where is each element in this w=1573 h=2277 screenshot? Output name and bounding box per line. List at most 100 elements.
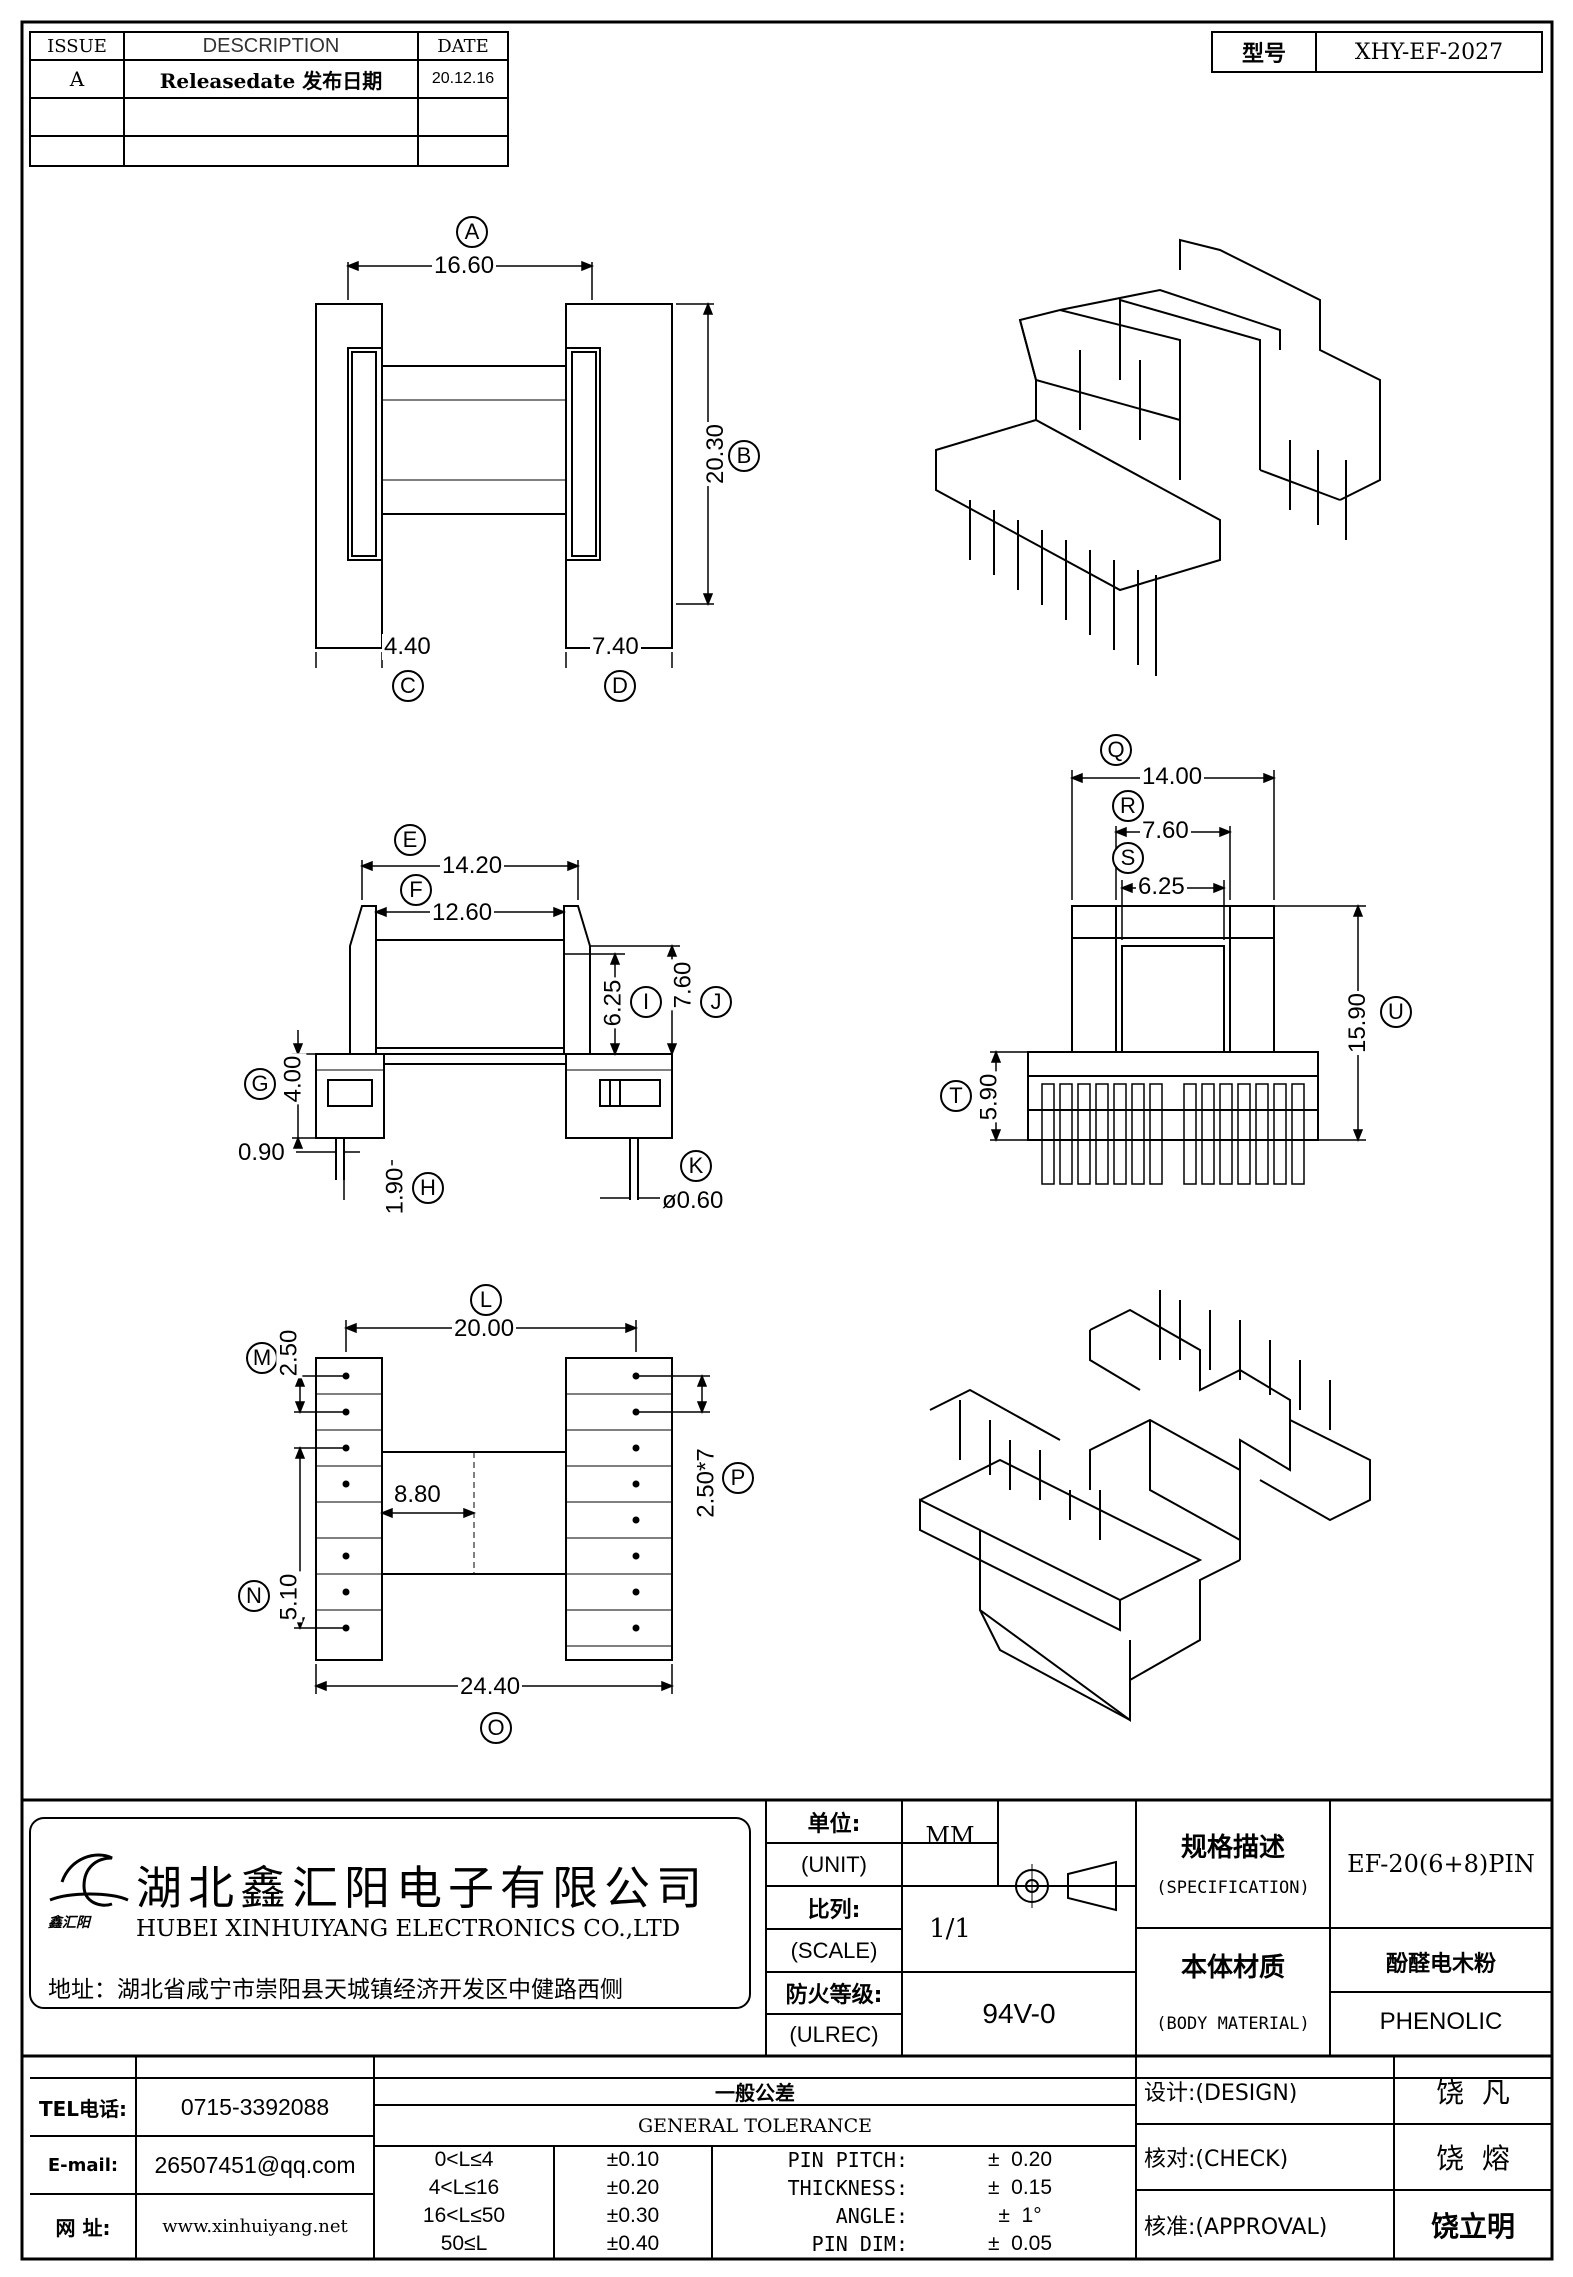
- tol-range-4: 50≤L: [440, 2232, 488, 2255]
- material-label-en: (BODY MATERIAL): [1156, 2014, 1310, 2034]
- dim-letter-i: I: [630, 986, 662, 1018]
- dim-letter-k: K: [680, 1150, 712, 1182]
- material-label-cn: 本体材质: [1180, 1952, 1285, 1983]
- tol-other-name-1: PIN PITCH:: [787, 2148, 908, 2172]
- model-box: [1211, 31, 1543, 73]
- top-view: [315, 303, 673, 649]
- logo-mark: [49, 1853, 129, 1907]
- tol-other-name-2: THICKNESS:: [787, 2176, 908, 2200]
- dim-letter-o: O: [480, 1712, 512, 1744]
- dim-value-k: ø0.60: [660, 1187, 726, 1214]
- front-view: [1027, 905, 1319, 1141]
- dim-value-t: 5.90: [975, 1071, 1003, 1123]
- dim-letter-a: A: [456, 216, 488, 248]
- dim-letter-e: E: [394, 824, 426, 856]
- email-label: E-mail:: [47, 2154, 119, 2176]
- dim-value-o: 24.40: [458, 1673, 523, 1700]
- spec-label-en: (SPECIFICATION): [1156, 1878, 1310, 1898]
- bottom-view: [315, 1357, 673, 1661]
- dim-value-p: 2.50*7: [692, 1446, 720, 1520]
- dim-value-d: 7.40: [590, 633, 641, 660]
- unit-label-cn: 单位:: [807, 1812, 861, 1837]
- model-value: XHY-EF-2027: [1354, 39, 1504, 65]
- scale-label-en: (SCALE): [790, 1938, 878, 1963]
- tol-value-2: ±0.20: [606, 2176, 660, 2199]
- fire-label-cn: 防火等级:: [785, 1983, 883, 2008]
- dim-value-b: 20.30: [702, 421, 730, 487]
- material-value-cn: 酚醛电木粉: [1385, 1952, 1496, 1977]
- tol-range-1: 0<L≤4: [434, 2148, 494, 2171]
- dim-letter-g: G: [244, 1068, 276, 1100]
- sheet-border: [20, 20, 1554, 2261]
- spec-value: EF-20(6+8)PIN: [1347, 1850, 1535, 1878]
- tol-other-value-3: ± 1°: [998, 2204, 1042, 2227]
- check-label: 核对:(CHECK): [1144, 2147, 1289, 2172]
- revision-header-description: DESCRIPTION: [202, 34, 340, 57]
- tol-range-3: 16<L≤50: [422, 2204, 506, 2227]
- dim-value-center: 8.80: [392, 1481, 443, 1508]
- company-name-en: HUBEI XINHUIYANG ELECTRONICS CO.,LTD: [136, 1916, 681, 1942]
- dim-value-l: 20.00: [452, 1315, 517, 1342]
- tol-range-2: 4<L≤16: [428, 2176, 500, 2199]
- email-value: 26507451@qq.com: [154, 2151, 356, 2178]
- fire-value: 94V-0: [982, 1998, 1056, 2029]
- unit-value: MM: [925, 1822, 975, 1850]
- front-pins: [1041, 1083, 1305, 1185]
- dim-letter-l: L: [470, 1284, 502, 1316]
- title-block-grid: [22, 1798, 1552, 2259]
- iso-view-2: [919, 1290, 1371, 1722]
- revision-header-date: DATE: [437, 35, 489, 57]
- tolerance-title-en: GENERAL TOLERANCE: [637, 2114, 873, 2137]
- iso-view-1: [935, 238, 1381, 676]
- company-address: 地址：湖北省咸宁市崇阳县天城镇经济开发区中健路西侧: [48, 1977, 623, 2003]
- revision-row-date: 20.12.16: [431, 70, 495, 87]
- side-view: [315, 905, 673, 1200]
- dim-value-r: 7.60: [1140, 817, 1191, 844]
- tol-other-value-4: ± 0.05: [987, 2232, 1053, 2255]
- dim-letter-d: D: [604, 670, 636, 702]
- tel-label: TEL电话:: [38, 2096, 128, 2121]
- dim-letter-n: N: [238, 1580, 270, 1612]
- dim-value-a: 16.60: [432, 252, 497, 279]
- company-name-cn: 湖北鑫汇阳电子有限公司: [136, 1861, 708, 1915]
- model-label: 型号: [1241, 42, 1286, 67]
- dim-letter-p: P: [722, 1462, 754, 1494]
- scale-label-cn: 比列:: [807, 1898, 861, 1923]
- web-value: www.xinhuiyang.net: [162, 2216, 348, 2237]
- tol-other-name-3: ANGLE:: [835, 2204, 908, 2228]
- dim-value-c: 4.40: [382, 633, 433, 660]
- dim-letter-j: J: [700, 986, 732, 1018]
- check-name: 饶 熔: [1436, 2142, 1510, 2175]
- web-label: 网 址:: [55, 2216, 111, 2240]
- dim-letter-h: H: [412, 1172, 444, 1204]
- material-value-en: PHENOLIC: [1379, 2008, 1503, 2035]
- dim-value-h: 1.90: [381, 1165, 409, 1217]
- dim-value-q: 14.00: [1140, 763, 1205, 790]
- revision-row-description: Releasedate 发布日期: [159, 68, 383, 93]
- dim-letter-c: C: [392, 670, 424, 702]
- dim-value-g: 4.00: [279, 1053, 307, 1105]
- dim-value-m: 2.50: [275, 1327, 303, 1379]
- dim-value-pin-offset: 0.90: [236, 1139, 287, 1166]
- dim-value-u: 15.90: [1344, 990, 1372, 1056]
- dim-letter-t: T: [940, 1080, 972, 1112]
- dim-letter-s: S: [1112, 842, 1144, 874]
- dim-letter-f: F: [400, 874, 432, 906]
- dim-value-f: 12.60: [430, 899, 495, 926]
- dim-letter-q: Q: [1100, 734, 1132, 766]
- tol-other-name-4: PIN DIM:: [811, 2232, 908, 2256]
- tolerance-title-cn: 一般公差: [715, 2081, 795, 2105]
- tel-value: 0715-3392088: [180, 2093, 330, 2120]
- tol-other-value-1: ± 0.20: [987, 2148, 1053, 2171]
- revision-row-issue: A: [69, 67, 85, 91]
- revision-header-issue: ISSUE: [47, 35, 107, 57]
- dim-value-n: 5.10: [275, 1571, 303, 1623]
- spec-label-cn: 规格描述: [1180, 1832, 1285, 1863]
- approval-label: 核准:(APPROVAL): [1144, 2214, 1328, 2240]
- dim-letter-m: M: [246, 1342, 278, 1374]
- dim-letter-u: U: [1380, 996, 1412, 1028]
- dim-letter-r: R: [1112, 790, 1144, 822]
- design-name: 饶 凡: [1436, 2076, 1510, 2109]
- logo-text: 鑫汇阳: [48, 1915, 90, 1931]
